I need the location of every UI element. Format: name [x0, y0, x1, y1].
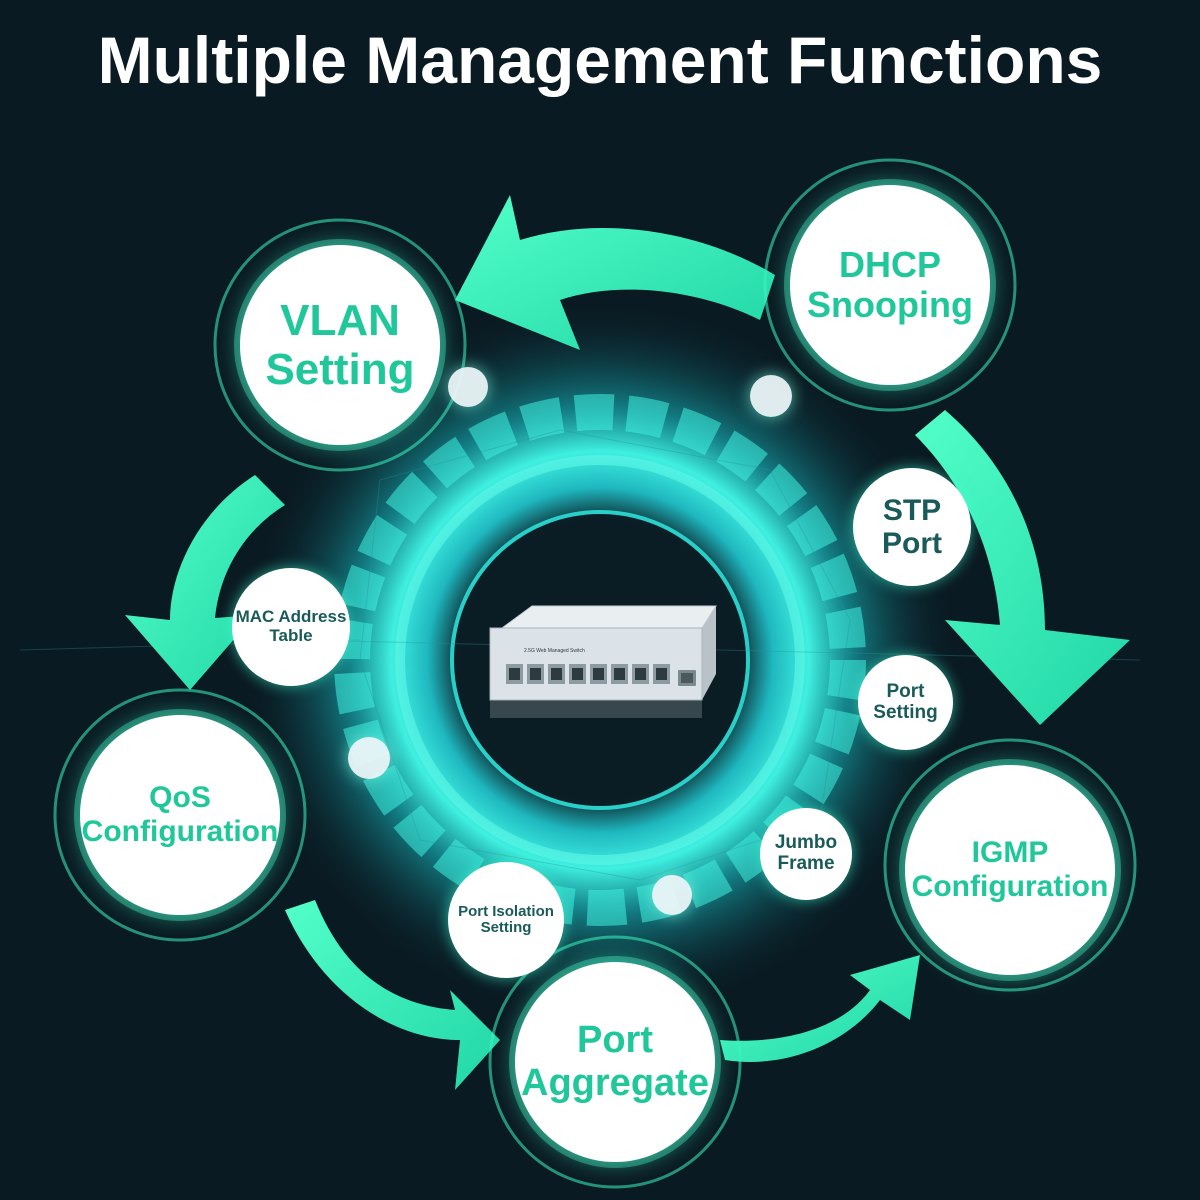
arrow-aggregate-to-igmp — [720, 955, 920, 1062]
connector-dot — [652, 875, 692, 915]
isolation-label-line1: Port Isolation — [458, 902, 554, 920]
connector-dot — [750, 375, 792, 417]
mac-address-table-node: MAC Address Table — [232, 568, 350, 686]
port-isolation-setting-node: Port Isolation Setting — [448, 862, 564, 978]
connector-dot — [348, 737, 390, 779]
ethernet-port-socket — [509, 668, 520, 680]
stp-label-line2: Port — [882, 527, 942, 560]
dhcp-snooping-node: DHCP Snooping — [790, 185, 990, 385]
vlan-label-line2: Setting — [265, 345, 415, 394]
arrow-dhcp-to-vlan — [455, 195, 775, 350]
arrow-vlan-to-qos — [125, 475, 285, 690]
port-setting-node: Port Setting — [858, 655, 953, 750]
igmp-label-line1: IGMP — [971, 836, 1049, 870]
inner-ring — [395, 455, 805, 865]
switch-model-label: 2.5G Web Managed Switch — [524, 648, 585, 654]
page-title: Multiple Management Functions — [97, 23, 1103, 97]
aggregate-label-line1: Port — [577, 1019, 653, 1062]
arrow-qos-to-aggregate — [285, 900, 500, 1090]
ethernet-port-socket — [635, 668, 646, 680]
port-setting-label-line2: Setting — [873, 701, 938, 723]
ethernet-port-socket — [656, 668, 667, 680]
mac-label-line1: MAC Address — [235, 607, 347, 627]
qos-label-line2: Configuration — [81, 815, 279, 848]
vlan-label-line1: VLAN — [280, 295, 400, 345]
aggregate-label-line2: Aggregate — [521, 1062, 709, 1104]
node-orbit-rings — [53, 158, 1137, 1189]
stp-port-node: STP Port — [853, 468, 971, 586]
qos-label-line1: QoS — [149, 781, 211, 815]
network-switch-image: 2.5G Web Managed Switch — [488, 598, 720, 728]
jumbo-label-line2: Frame — [777, 853, 835, 874]
stp-label-line1: STP — [882, 494, 942, 527]
isolation-label-line2: Setting — [480, 919, 532, 936]
igmp-configuration-node: IGMP Configuration — [905, 765, 1115, 975]
mac-label-line2: Table — [269, 626, 313, 645]
arrow-dhcp-to-igmp — [915, 410, 1130, 725]
jumbo-frame-node: Jumbo Frame — [760, 808, 852, 900]
gear-ring — [334, 394, 866, 926]
dhcp-label-line1: DHCP — [838, 243, 941, 285]
dhcp-label-line2: Snooping — [807, 284, 973, 325]
jumbo-label-line1: Jumbo — [774, 832, 838, 854]
qos-configuration-node: QoS Configuration — [80, 715, 280, 915]
ethernet-port-socket — [593, 668, 604, 680]
port-aggregate-node: Port Aggregate — [515, 962, 715, 1162]
connector-dot — [448, 367, 488, 407]
ethernet-port-socket — [572, 668, 583, 680]
ethernet-port-socket — [614, 668, 625, 680]
vlan-setting-node: VLAN Setting — [240, 245, 440, 445]
switch-drawing — [489, 605, 717, 718]
ethernet-port-socket — [551, 668, 562, 680]
port-setting-label-line1: Port — [886, 680, 925, 702]
ethernet-port-socket — [530, 668, 541, 680]
igmp-label-line2: Configuration — [911, 870, 1109, 903]
